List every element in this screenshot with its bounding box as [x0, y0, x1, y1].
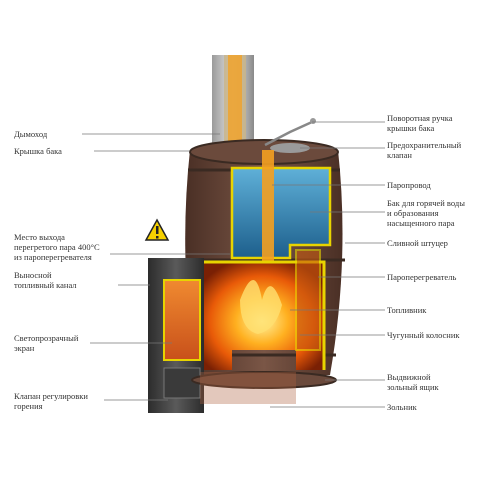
- water-tank-section: [230, 150, 332, 270]
- warning-triangle-icon: [144, 218, 170, 241]
- label-firebox: Топливник: [387, 305, 427, 315]
- label-combustion-valve: Клапан регулировки горения: [14, 391, 88, 411]
- label-ash-pit: Зольник: [387, 402, 417, 412]
- label-ash-drawer: Выдвижной зольный ящик: [387, 372, 439, 392]
- lid-handle: [264, 118, 316, 153]
- label-steam-pipe: Паропровод: [387, 180, 431, 190]
- label-hot-water-tank: Бак для горячей воды и образования насыщ…: [387, 198, 465, 228]
- leader-lines-left: [82, 133, 230, 401]
- fuel-channel-door: [148, 258, 204, 413]
- chimney-pipe: [212, 55, 254, 150]
- label-chimney: Дымоход: [14, 129, 48, 139]
- label-lid-handle: Поворотная ручка крышки бака: [387, 113, 453, 133]
- firebox-section: [200, 249, 326, 370]
- label-drain-fitting: Сливной штуцер: [387, 238, 448, 248]
- label-remote-channel: Выносной топливный канал: [14, 270, 77, 290]
- label-glass-screen: Светопрозрачный экран: [14, 333, 79, 353]
- label-tank-lid: Крышка бака: [14, 146, 62, 156]
- label-cast-iron-grate: Чугунный колосник: [387, 330, 460, 340]
- leader-lines-right: [270, 121, 385, 408]
- label-steam-exit: Место выхода перегретого пара 400°C из п…: [14, 232, 100, 262]
- label-superheater: Пароперегреватель: [387, 272, 457, 282]
- label-safety-valve: Предохранительный клапан: [387, 140, 462, 160]
- ash-pit: [191, 371, 337, 404]
